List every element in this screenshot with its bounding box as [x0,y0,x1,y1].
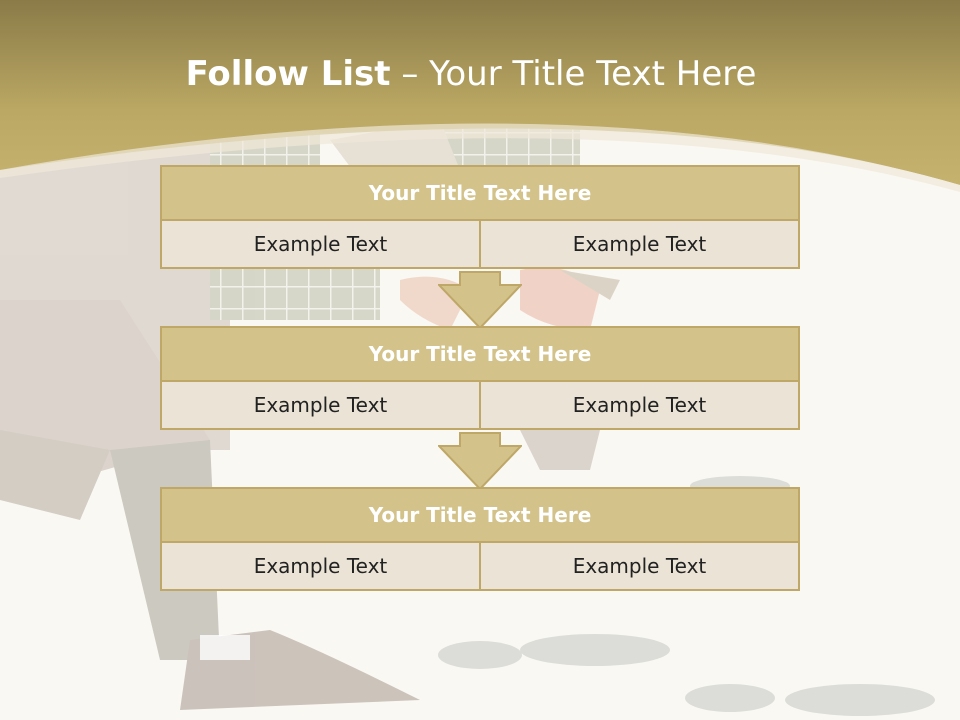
step-cell-left: Example Text [160,543,481,591]
step-row: Example Text Example Text [160,382,800,430]
step-block-3: Your Title Text Here Example Text Exampl… [160,487,800,591]
step-cell-right: Example Text [481,543,800,591]
slide-title: Follow List – Your Title Text Here [0,54,942,94]
step-title: Your Title Text Here [160,165,800,221]
step-block-2: Your Title Text Here Example Text Exampl… [160,326,800,430]
step-row: Example Text Example Text [160,543,800,591]
step-cell-left: Example Text [160,382,481,430]
step-block-1: Your Title Text Here Example Text Exampl… [160,165,800,269]
step-title: Your Title Text Here [160,326,800,382]
slide-title-bold: Follow List [185,54,391,94]
step-cell-right: Example Text [481,382,800,430]
down-arrow-icon [438,271,522,329]
step-title: Your Title Text Here [160,487,800,543]
slide-title-rest: – Your Title Text Here [390,54,757,94]
step-cell-left: Example Text [160,221,481,269]
step-row: Example Text Example Text [160,221,800,269]
step-cell-right: Example Text [481,221,800,269]
down-arrow-icon [438,432,522,490]
